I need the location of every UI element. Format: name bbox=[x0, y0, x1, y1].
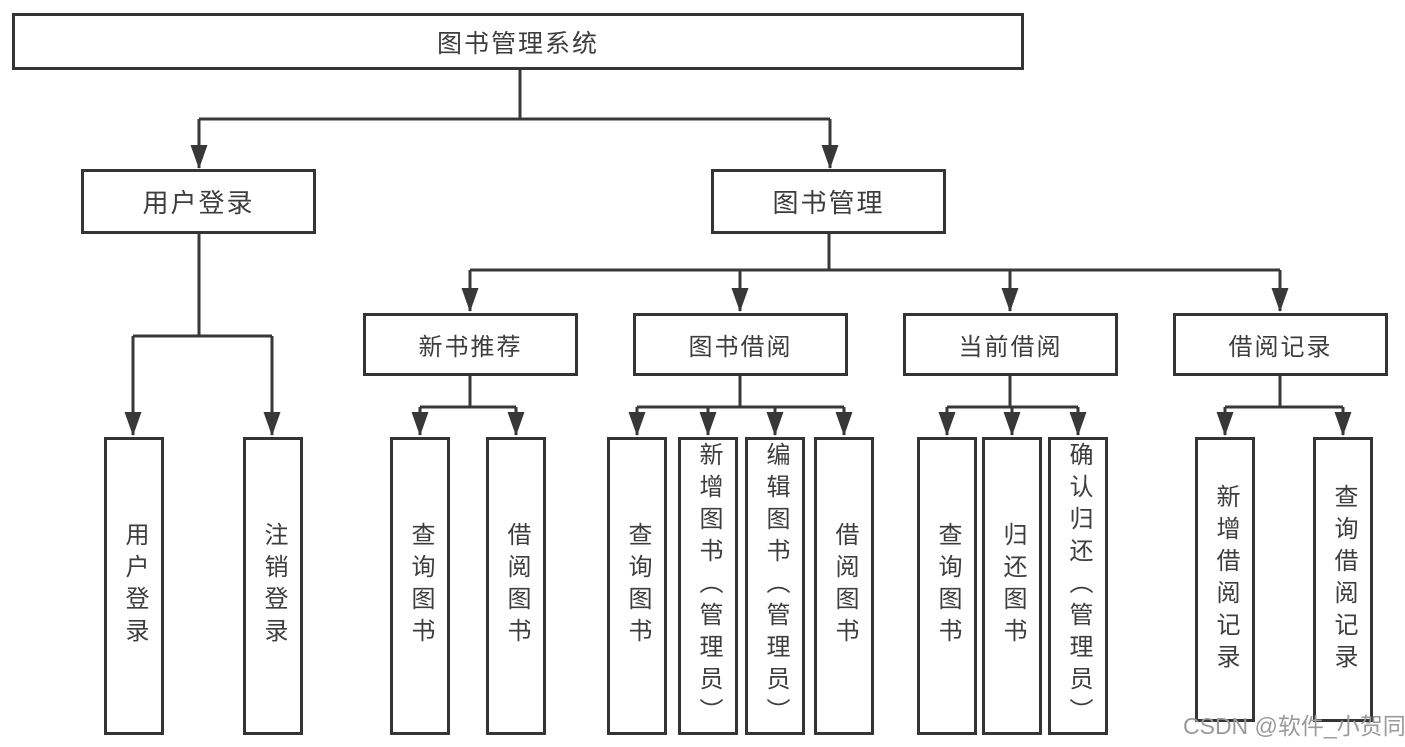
leaf-edit-books-admin: 编辑图书（管理员） bbox=[745, 437, 805, 735]
node-label: 当前借阅 bbox=[958, 334, 1063, 361]
node-label: 图书借阅 bbox=[688, 334, 793, 361]
leaf-confirm-return-admin: 确认归还（管理员） bbox=[1048, 437, 1108, 735]
node-borrowing-records: 借阅记录 bbox=[1173, 313, 1388, 376]
leaf-label: 用户登录 bbox=[121, 522, 148, 650]
leaf-query-books-current: 查询图书 bbox=[917, 437, 977, 735]
node-book-borrowing: 图书借阅 bbox=[633, 313, 848, 376]
node-label: 新书推荐 bbox=[418, 334, 523, 361]
leaf-return-books: 归还图书 bbox=[982, 437, 1042, 735]
leaf-logout: 注销登录 bbox=[243, 437, 303, 735]
leaf-label: 编辑图书（管理员） bbox=[762, 442, 789, 730]
connector-arrows bbox=[124, 119, 1352, 436]
leaf-label: 注销登录 bbox=[260, 522, 287, 650]
leaf-label: 新增图书（管理员） bbox=[695, 442, 722, 730]
node-new-book-recommendation: 新书推荐 bbox=[363, 313, 578, 376]
leaf-borrow-books-recommend: 借阅图书 bbox=[486, 437, 546, 735]
leaf-label: 新增借阅记录 bbox=[1212, 483, 1239, 676]
leaf-query-borrow-record: 查询借阅记录 bbox=[1313, 437, 1373, 722]
node-book-management: 图书管理 bbox=[711, 169, 946, 234]
node-label: 用户登录 bbox=[142, 188, 255, 218]
leaf-query-books-borrow: 查询图书 bbox=[607, 437, 667, 735]
leaf-add-books-admin: 新增图书（管理员） bbox=[678, 437, 738, 735]
leaf-label: 查询图书 bbox=[624, 522, 651, 650]
leaf-add-borrow-record: 新增借阅记录 bbox=[1195, 437, 1255, 722]
node-label: 图书管理 bbox=[772, 188, 885, 218]
node-library-management-system: 图书管理系统 bbox=[12, 13, 1024, 70]
node-label: 借阅记录 bbox=[1228, 334, 1333, 361]
leaf-label: 确认归还（管理员） bbox=[1065, 442, 1092, 730]
node-label: 图书管理系统 bbox=[436, 29, 599, 58]
leaf-query-books-recommend: 查询图书 bbox=[390, 437, 450, 735]
leaf-label: 查询图书 bbox=[407, 522, 434, 650]
connector-skeleton bbox=[133, 70, 1343, 409]
leaf-user-login: 用户登录 bbox=[104, 437, 164, 735]
leaf-borrow-books: 借阅图书 bbox=[814, 437, 874, 735]
leaf-label: 查询借阅记录 bbox=[1330, 483, 1357, 676]
leaf-label: 借阅图书 bbox=[831, 522, 858, 650]
leaf-label: 借阅图书 bbox=[503, 522, 530, 650]
node-user-login: 用户登录 bbox=[81, 169, 316, 234]
leaf-label: 归还图书 bbox=[999, 522, 1026, 650]
leaf-label: 查询图书 bbox=[934, 522, 961, 650]
node-current-borrowing: 当前借阅 bbox=[903, 313, 1118, 376]
csdn-watermark: CSDN @软件_小贺同学 bbox=[1183, 713, 1405, 739]
